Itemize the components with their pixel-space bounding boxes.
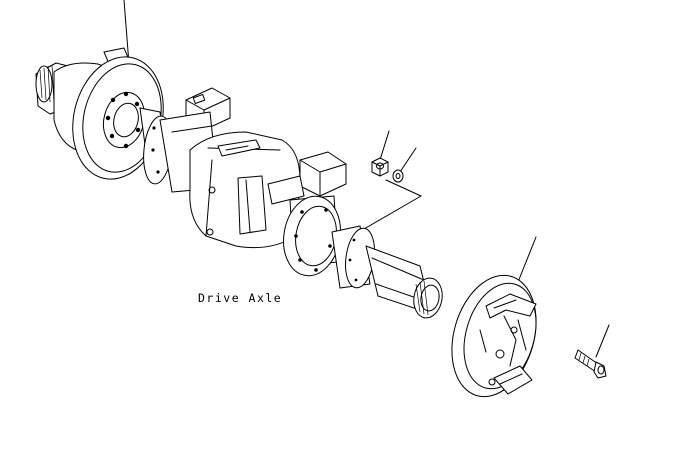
leader-line-washer [399,147,417,173]
leader-lines [123,0,610,358]
right-axle-shaft [283,195,443,319]
washer [392,169,404,183]
leader-line-hub [123,0,130,65]
bolt [574,349,607,379]
axle-housing [159,87,347,267]
diagram-label: Drive Axle [198,291,283,305]
brake-assembly [451,274,537,398]
leader-line-bolt [595,324,610,358]
left-hub-assembly [35,47,173,185]
leader-line-brake [517,236,537,283]
leader-line-shaft [351,179,422,237]
nut [371,157,389,177]
leader-line-nut [379,130,390,161]
